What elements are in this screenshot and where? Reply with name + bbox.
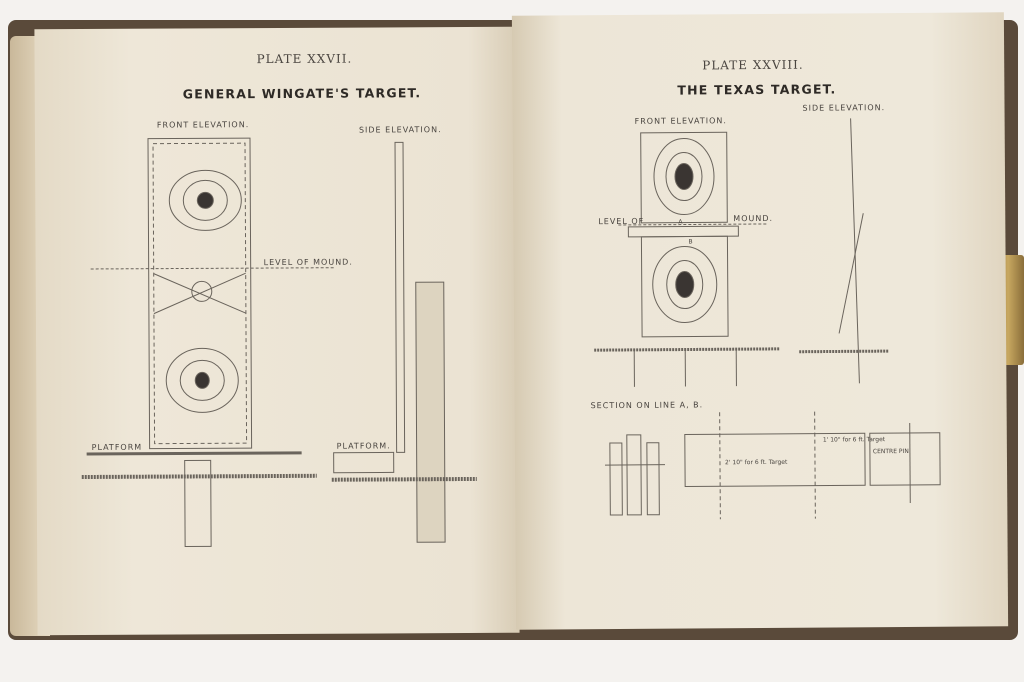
side-elevation-label: SIDE ELEVATION. bbox=[358, 125, 442, 135]
plate-number: PLATE XXVII. bbox=[256, 51, 353, 67]
level-of-label: LEVEL OF bbox=[598, 216, 645, 227]
plate-title: THE TEXAS TARGET. bbox=[677, 81, 837, 98]
level-of-mound-label: LEVEL OF MOUND. bbox=[263, 257, 353, 268]
dimension-label-1: 1' 10" for 6 ft. Target bbox=[822, 436, 886, 444]
texas-target-drawing bbox=[594, 118, 941, 520]
front-elevation-label: FRONT ELEVATION. bbox=[156, 120, 250, 130]
platform-side-label: PLATFORM. bbox=[336, 441, 391, 451]
dimension-label-2: 2' 10" for 6 ft. Target bbox=[724, 458, 788, 467]
point-b-label: B bbox=[688, 238, 693, 246]
mound-label: MOUND. bbox=[733, 213, 774, 224]
centre-pin-label: CENTRE PIN bbox=[872, 447, 909, 456]
front-elevation-label: FRONT ELEVATION. bbox=[634, 116, 727, 126]
plate-title: GENERAL WINGATE'S TARGET. bbox=[182, 85, 422, 102]
bullseye bbox=[196, 191, 214, 209]
side-elevation-label: SIDE ELEVATION. bbox=[802, 103, 886, 113]
plate-number: PLATE XXVIII. bbox=[702, 57, 804, 73]
right-page: PLATE XXVIII. THE TEXAS TARGET. FRONT EL… bbox=[511, 12, 1009, 630]
point-a-label: A bbox=[678, 218, 683, 226]
target-frame bbox=[147, 137, 253, 450]
left-page: PLATE XXVII. GENERAL WINGATE'S TARGET. F… bbox=[34, 26, 520, 636]
platform-label: PLATFORM bbox=[91, 442, 143, 452]
wingate-target-drawing bbox=[81, 137, 477, 547]
section-label: SECTION ON LINE A, B. bbox=[590, 400, 704, 411]
